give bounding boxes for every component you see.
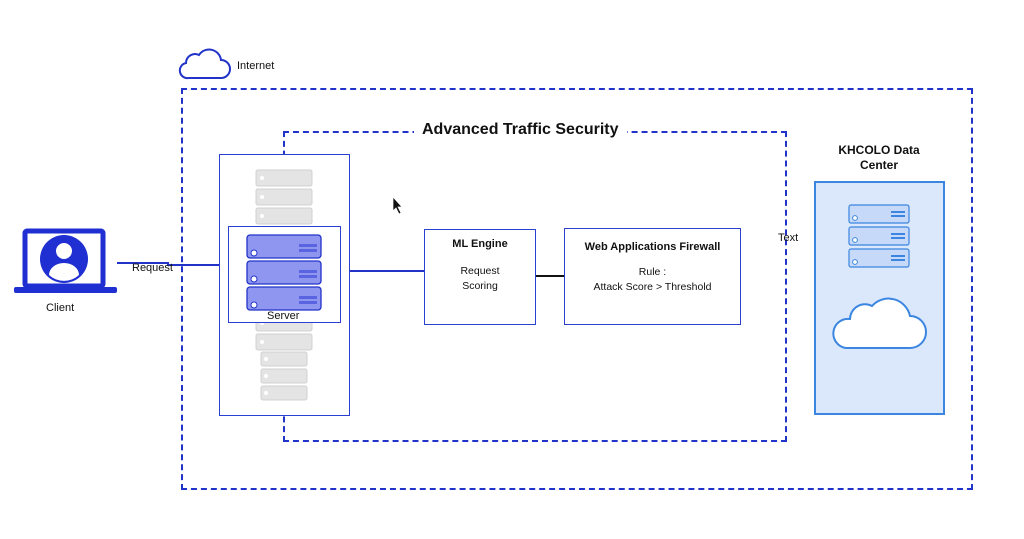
server-box[interactable] <box>228 226 341 323</box>
datacenter-box[interactable] <box>814 181 945 415</box>
floating-text-label: Text <box>778 232 799 244</box>
internet-label: Internet <box>237 60 275 72</box>
datacenter-title: KHCOLO Data Center <box>812 143 946 173</box>
server-label: Server <box>267 310 300 322</box>
waf-title: Web Applications Firewall <box>584 241 721 253</box>
waf-line2: Attack Score > Threshold <box>593 281 712 293</box>
client-label: Client <box>46 302 75 314</box>
ml-engine-box[interactable]: ML Engine Request Scoring <box>424 229 536 325</box>
ml-engine-title: ML Engine <box>452 238 508 250</box>
internet-boundary <box>181 88 973 490</box>
waf-box[interactable]: Web Applications Firewall Rule : Attack … <box>564 228 741 325</box>
request-label: Request <box>132 262 173 274</box>
security-title: Advanced Traffic Security <box>414 121 627 139</box>
waf-line1: Rule : <box>638 266 667 278</box>
ml-engine-line1: Request <box>460 265 500 277</box>
datacenter-title-line2: Center <box>859 158 898 172</box>
ml-engine-line2: Scoring <box>462 280 498 292</box>
datacenter-title-line1: KHCOLO Data <box>838 143 920 157</box>
